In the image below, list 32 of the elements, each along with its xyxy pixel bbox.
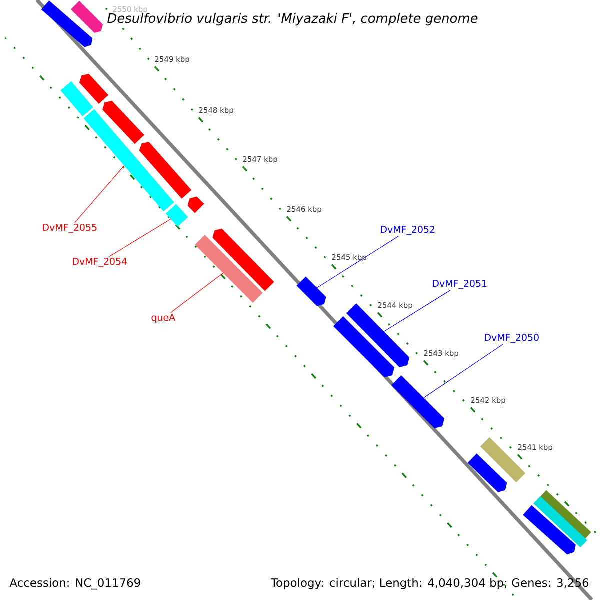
- gene-block: [391, 375, 445, 429]
- gene-label: DvMF_2054: [73, 258, 127, 268]
- gene-block: [296, 276, 326, 306]
- leader-line: [74, 166, 125, 224]
- gene-block: [188, 196, 204, 214]
- gene-bar: [84, 109, 174, 212]
- gene-block: [523, 505, 576, 555]
- gene-bar: [195, 235, 263, 303]
- gene-block: [41, 0, 93, 48]
- leader-line: [109, 218, 172, 258]
- leader-line: [316, 236, 399, 288]
- gene-block: [468, 454, 508, 492]
- gene-label: DvMF_2050: [485, 334, 539, 344]
- genome-info-text: Topology: circular; Length: 4,040,304 bp; Genes: 3,256: [270, 578, 589, 590]
- gene-bar: [534, 496, 588, 548]
- leader-line: [170, 272, 224, 314]
- gene-label: DvMF_2052: [381, 226, 435, 236]
- leader-line: [424, 344, 504, 398]
- gene-block: [79, 74, 109, 104]
- gene-block: [333, 316, 395, 378]
- gene-block: [102, 100, 144, 144]
- accession-text: Accession: NC_011769: [10, 578, 140, 590]
- title: Desulfovibrio vulgaris str. 'Miyazaki F', complete genome: [106, 12, 480, 27]
- gene-bar: [60, 81, 94, 117]
- leader-line: [384, 290, 451, 332]
- gene-block: [212, 228, 274, 292]
- gene-block: [70, 0, 104, 34]
- gene-label: DvMF_2055: [43, 224, 97, 234]
- gene-label: queA: [152, 314, 176, 323]
- gene-label: DvMF_2051: [433, 280, 487, 290]
- gene-bar: [166, 204, 188, 227]
- gene-block: [139, 142, 192, 199]
